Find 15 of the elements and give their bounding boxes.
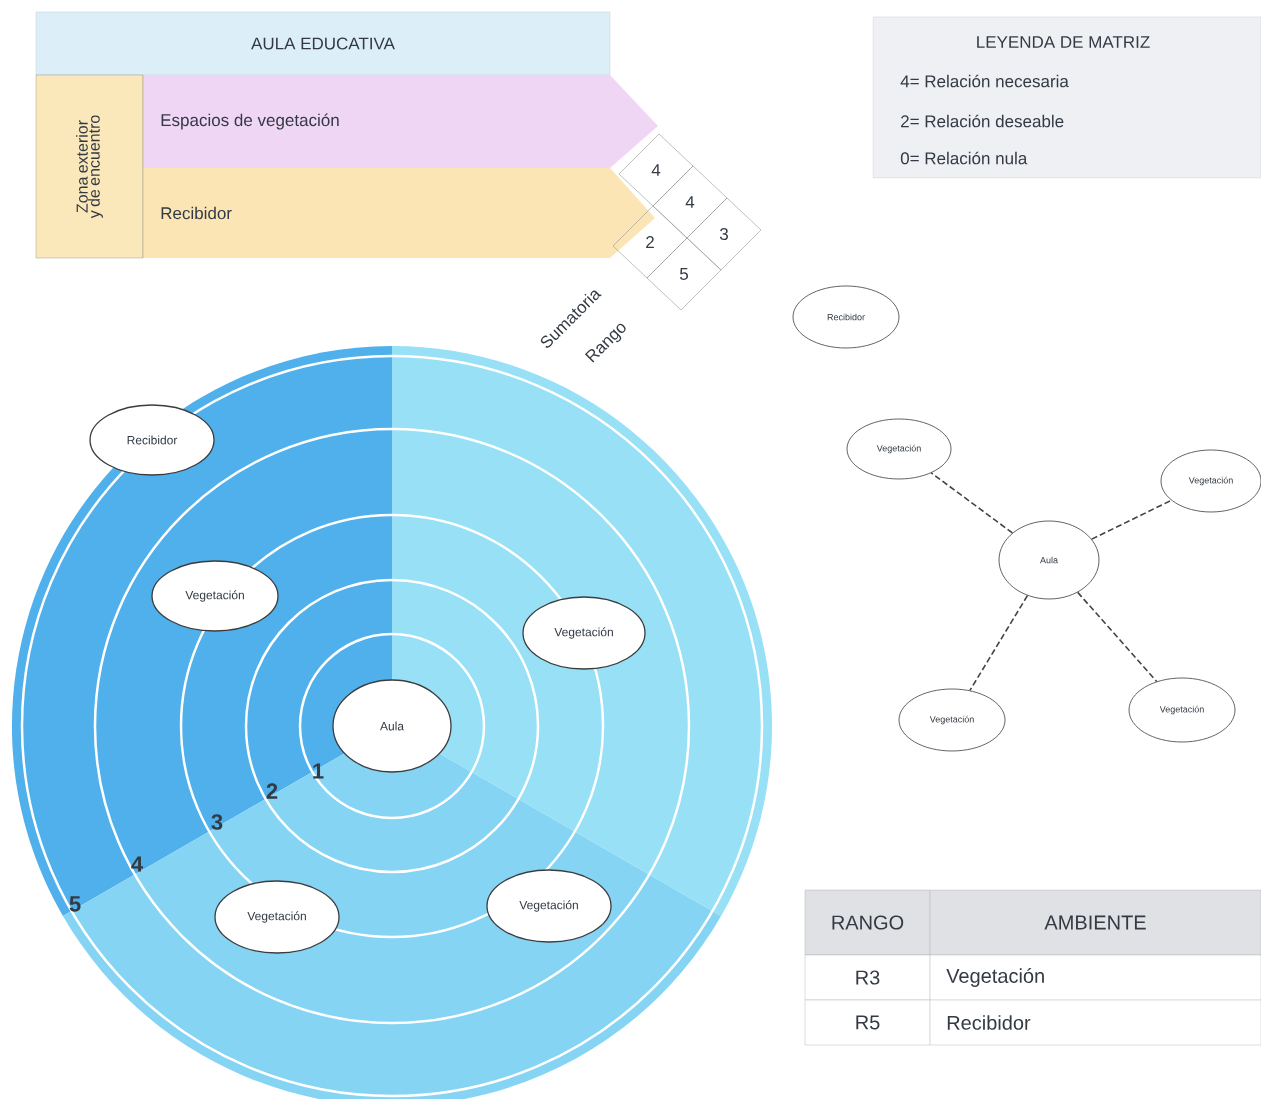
ring-number: 2 xyxy=(266,783,278,799)
connector-line xyxy=(1076,591,1158,683)
header-box: AULA EDUCATIVA xyxy=(35,11,611,76)
zone-box: Zona exterior y de encuentro xyxy=(35,74,144,259)
connector-line xyxy=(930,472,1014,534)
table-cell: R3 xyxy=(804,954,931,1001)
connector-line xyxy=(969,594,1029,692)
connector-line xyxy=(1090,499,1173,540)
table-cell: R5 xyxy=(804,999,931,1046)
ring-number: 1 xyxy=(313,763,324,779)
ring-number: 4 xyxy=(131,856,143,872)
table-cell: RANGO xyxy=(804,889,931,956)
legend-box: LEYENDA DE MATRIZ 4= Relación necesaria 2= Relación deseable 0= Relación nula xyxy=(872,16,1261,179)
ring-number: 3 xyxy=(211,814,223,830)
ring-number: 5 xyxy=(69,896,81,912)
